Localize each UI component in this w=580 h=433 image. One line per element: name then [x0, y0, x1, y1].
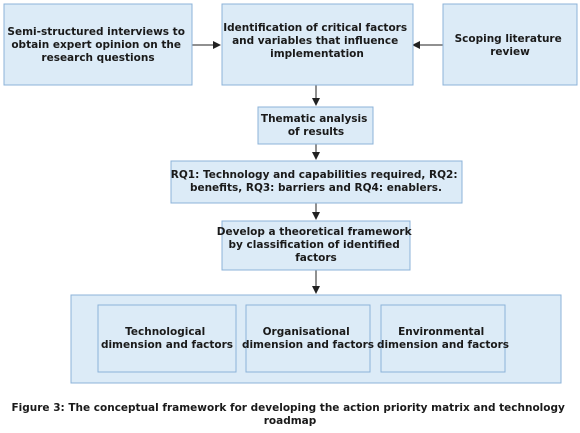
interviews-node: Semi-structured interviews to obtain exp… [3, 3, 193, 86]
framework-node: Develop a theoretical framework by class… [217, 220, 415, 271]
environmental-node: Environmental dimension and factors [377, 304, 509, 373]
svg-text:Environmental dimension: Environmental dimension and factors [377, 326, 509, 351]
technological-node: Technological dimension and factors [97, 304, 237, 373]
svg-text:Identification of critical fac: Identification of critical factors and v… [223, 22, 411, 60]
technological-line-1: Technological [125, 326, 205, 338]
identification-line-3: implementation [270, 48, 364, 60]
thematic-line-2: of results [288, 126, 344, 138]
svg-text:Semi-structured interviews to: Semi-structured interviews to obtain exp… [7, 26, 188, 64]
organisational-node: Organisational dimension and factors [242, 304, 374, 373]
svg-text:Develop a theoretical framewor: Develop a theoretical framework by class… [217, 226, 415, 264]
thematic-node: Thematic analysis of results [257, 106, 374, 145]
interviews-line-2: obtain expert opinion on the [11, 39, 181, 51]
svg-text:Thematic analysis of res: Thematic analysis of results [261, 113, 371, 138]
rq-node: RQ1: Technology and capabilities require… [170, 160, 463, 204]
scoping-node: Scoping literature review [442, 3, 578, 86]
organisational-line-2: dimension and factors [242, 339, 374, 351]
rq-line-1: RQ1: Technology and capabilities require… [171, 169, 458, 181]
connectors [192, 41, 443, 294]
scoping-line-2: review [490, 46, 530, 58]
svg-text:Scoping literature revie: Scoping literature review [455, 33, 566, 58]
interviews-line-1: Semi-structured interviews to [7, 26, 185, 38]
figure-caption: Figure 3: The conceptual framework for d… [11, 402, 568, 427]
caption-line-2: roadmap [264, 415, 317, 427]
svg-text:Technological dimension: Technological dimension and factors [101, 326, 233, 351]
technological-line-2: dimension and factors [101, 339, 233, 351]
identification-line-1: Identification of critical factors [223, 22, 407, 34]
caption-line-1: Figure 3: The conceptual framework for d… [11, 402, 565, 414]
svg-text:RQ1: Technology and capabiliti: RQ1: Technology and capabilities require… [171, 169, 461, 194]
interviews-line-3: research questions [41, 52, 154, 64]
environmental-line-1: Environmental [398, 326, 484, 338]
framework-line-3: factors [295, 252, 337, 264]
thematic-line-1: Thematic analysis [261, 113, 367, 125]
identification-line-2: and variables that influence [232, 35, 398, 47]
framework-line-2: by classification of identified [229, 239, 400, 251]
framework-line-1: Develop a theoretical framework [217, 226, 413, 238]
identification-node: Identification of critical factors and v… [221, 3, 414, 86]
scoping-line-1: Scoping literature [455, 33, 562, 45]
organisational-line-1: Organisational [263, 326, 350, 338]
svg-text:Organisational dimension: Organisational dimension and factors [242, 326, 374, 351]
environmental-line-2: dimension and factors [377, 339, 509, 351]
rq-line-2: benefits, RQ3: barriers and RQ4: enabler… [190, 182, 442, 194]
